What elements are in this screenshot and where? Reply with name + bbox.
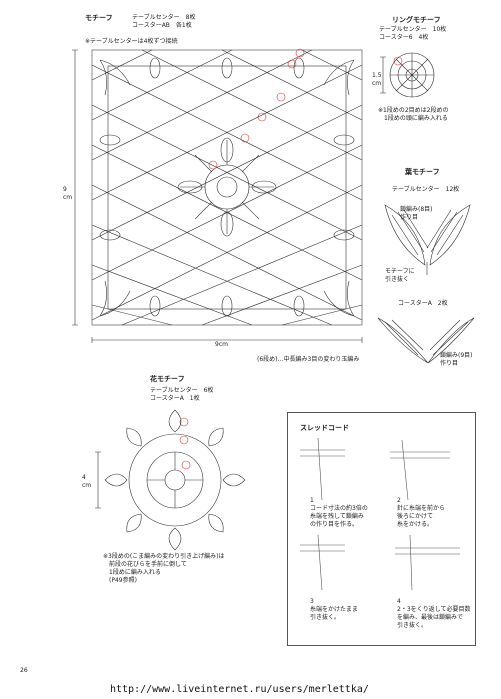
thread-cord-panel xyxy=(287,412,476,646)
leaf-label-d: 引き抜く xyxy=(385,276,410,283)
thread-cord-title: スレッドコード xyxy=(300,424,349,432)
square-motif-line1: テーブルセンター 8枚 xyxy=(132,14,196,21)
square-legend: (6段め)…中長編み3目の変わり玉編み xyxy=(257,356,360,363)
flower-motif-chart xyxy=(95,409,246,551)
page-number: 26 xyxy=(20,667,28,674)
step3-number: 3 xyxy=(310,598,314,605)
square-width-label: 9cm xyxy=(215,341,228,348)
leaf-label-a: 鎖編み(8目) xyxy=(400,206,433,213)
flower-note3: 1段めに編み入れる xyxy=(103,569,161,576)
square-motif-title: モチーフ xyxy=(85,14,113,22)
ring-motif-chart xyxy=(380,52,435,98)
ring-note2: 1段めの頭に編み入れる xyxy=(378,115,448,122)
step1-line2: 糸端を残して鎖編み xyxy=(310,513,364,520)
step1-line3: の作り目を作る。 xyxy=(310,521,359,528)
flower-unit: cm xyxy=(82,482,92,489)
ring-motif-line2: コースター6 4枚 xyxy=(379,34,429,41)
square-motif-chart xyxy=(72,49,363,343)
leaf-motif-2-chart xyxy=(377,317,475,364)
step1-line1: コード寸法の約3倍の xyxy=(310,505,368,512)
ring-unit: cm xyxy=(372,80,382,87)
step3-line1: 糸端をかけたまま xyxy=(310,606,358,613)
square-motif-note: ※テーブルセンターは4枚ずつ接続 xyxy=(85,38,178,45)
flower-size: 4 xyxy=(82,474,86,481)
step2-number: 2 xyxy=(397,497,401,504)
square-height-unit: cm xyxy=(63,194,73,201)
leaf-motif-chart xyxy=(384,204,471,275)
step3-line2: 引き抜く。 xyxy=(310,614,341,621)
flower-motif-line2: コースターA 1枚 xyxy=(150,395,200,402)
watermark-url: http://www.liveinternet.ru/users/merlett… xyxy=(110,684,369,695)
step1-number: 1 xyxy=(310,497,314,504)
step2-line2: 後ろにかけて xyxy=(397,513,434,520)
leaf-motif-line1: テーブルセンター 12枚 xyxy=(392,186,460,193)
step2-line3: 糸をかける。 xyxy=(397,521,434,528)
leaf-coaster: コースターA 2枚 xyxy=(398,300,448,307)
leaf-label-b: 作り目 xyxy=(400,214,419,221)
ring-motif-line1: テーブルセンター 10枚 xyxy=(379,26,447,33)
square-motif-line2: コースターAB 各1枚 xyxy=(132,22,192,29)
leaf-label-f: 作り目 xyxy=(440,360,459,367)
flower-motif-title: 花モチーフ xyxy=(150,375,185,383)
step4-line2: を編み、最後は鎖編みで xyxy=(397,614,464,621)
leaf-label-c: モチーフに xyxy=(385,268,415,275)
ring-motif-title: リングモチーフ xyxy=(392,16,441,24)
thread-cord-illustrations xyxy=(300,437,460,591)
step4-line1: 2・3をくり返して必要目数 xyxy=(397,606,471,613)
ring-size: 1.5 xyxy=(372,72,382,79)
square-height-label: 9 xyxy=(63,186,67,193)
flower-note4: (P49参照) xyxy=(103,577,137,584)
flower-note2: 前段の花びらを手前に倒して xyxy=(103,561,187,568)
leaf-motif-title: 葉モチーフ xyxy=(405,168,440,176)
step4-number: 4 xyxy=(397,598,401,605)
step4-line3: 引き抜く。 xyxy=(397,622,428,629)
flower-note1: ※3段めの(こま編みの変わり引き上げ編み)は xyxy=(103,553,225,560)
flower-motif-line1: テーブルセンター 6枚 xyxy=(150,387,214,394)
step2-line1: 針に糸端を前から xyxy=(397,505,446,512)
ring-note1: ※1段めの2目めは2段めの xyxy=(378,107,449,114)
leaf-label-e: 鎖編み(9目) xyxy=(440,352,473,359)
